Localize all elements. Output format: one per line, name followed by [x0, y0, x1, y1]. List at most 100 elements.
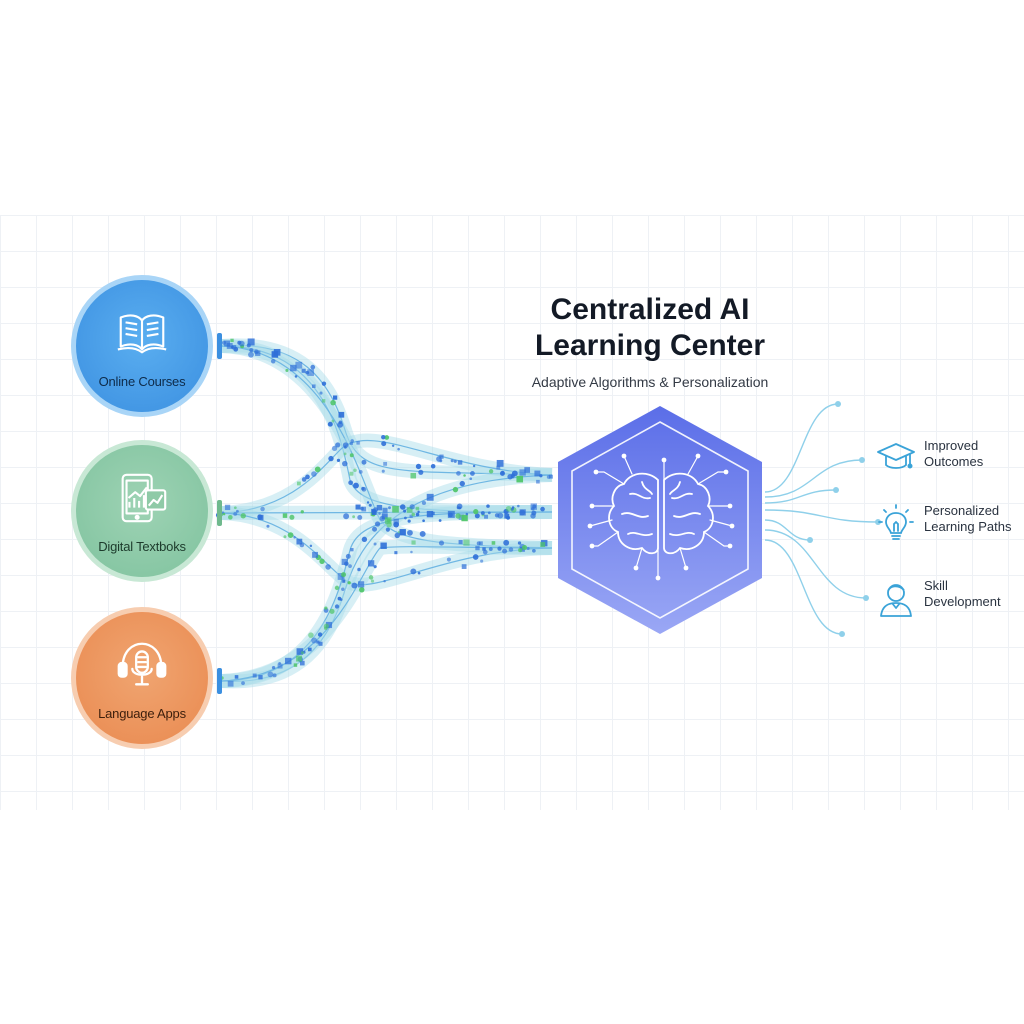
source-language-apps[interactable]: Language Apps	[71, 607, 213, 749]
hub-title-line-2: Learning Center	[534, 329, 766, 362]
stream-particle	[327, 421, 333, 427]
stream-particle	[452, 486, 459, 493]
stream-particle	[324, 606, 328, 610]
stream-particle	[350, 548, 354, 552]
stream-particle	[376, 504, 383, 511]
stream-particle	[417, 510, 420, 514]
stream-particle	[474, 513, 480, 519]
stream-particle	[497, 546, 502, 551]
stream-particle	[508, 547, 514, 552]
output-line	[764, 489, 837, 504]
stream-particle	[519, 469, 526, 476]
stream-particle	[383, 579, 386, 583]
source-online-courses[interactable]: Online Courses	[71, 275, 213, 417]
stream-particle	[357, 567, 361, 572]
stream-particle	[469, 477, 473, 481]
stream-particle	[463, 539, 470, 546]
stream-particle	[530, 513, 536, 519]
stream-particle	[353, 482, 359, 489]
stream-particle	[469, 470, 475, 476]
stream-particle	[301, 368, 306, 373]
stream-particle	[450, 459, 454, 463]
stream-particle	[417, 571, 421, 575]
stream-particle	[536, 479, 540, 484]
stream-particle	[418, 469, 424, 475]
outcome-improved-outcomes[interactable]: Improved Outcomes	[876, 438, 983, 478]
stream-particle	[459, 480, 465, 487]
stream-line	[221, 439, 553, 514]
source-label: Online Courses	[98, 373, 186, 389]
stream-particle	[301, 477, 307, 482]
stream-particle	[517, 504, 520, 508]
stream-particle	[343, 513, 350, 520]
stream-particle	[384, 435, 390, 440]
stream-particle	[519, 509, 526, 516]
stream-particle	[361, 486, 367, 492]
stream-particle	[331, 445, 338, 452]
stream-particle	[438, 519, 442, 522]
stream-particle	[335, 442, 341, 448]
stream-particle	[312, 551, 318, 558]
stream-particle	[337, 596, 342, 601]
stream-particle	[421, 500, 427, 506]
stream-particle	[407, 519, 411, 523]
stream-particle	[388, 506, 391, 510]
stream-particle	[266, 524, 270, 528]
stream-particle	[334, 585, 340, 591]
stream-particle	[252, 673, 257, 678]
stream-particle	[359, 587, 365, 593]
stream-particle	[382, 507, 388, 513]
stream-particle	[307, 369, 315, 376]
stream-particle	[532, 504, 537, 509]
stream-particle	[270, 359, 276, 364]
stream-particle	[415, 512, 420, 517]
stream-particle	[299, 542, 305, 548]
stream-line	[221, 344, 553, 476]
stream-particle	[370, 579, 375, 583]
stream-particle	[316, 640, 320, 644]
stream-particle	[519, 546, 525, 552]
stream-particle	[374, 521, 381, 527]
stream-particle	[503, 539, 510, 546]
stream-particle	[271, 666, 276, 670]
stream-particle	[458, 539, 463, 545]
stream-particle	[482, 547, 486, 551]
output-lines	[764, 401, 881, 637]
stream-particle	[296, 481, 301, 486]
stream-particle	[399, 504, 406, 510]
stream-particle	[357, 581, 365, 588]
stream-particle	[496, 465, 501, 470]
stream-particle	[221, 340, 227, 345]
stream-particle	[384, 517, 392, 524]
output-node	[863, 595, 869, 601]
stream-particle	[357, 514, 363, 520]
source-label: Language Apps	[98, 705, 186, 721]
stream-particle	[224, 504, 231, 511]
stream-particle	[253, 349, 259, 355]
tablet-chart-icon	[121, 473, 167, 522]
stream-band	[221, 539, 553, 688]
stream-particle	[409, 504, 415, 510]
stream-particle	[287, 532, 294, 538]
stream-particle	[368, 503, 372, 507]
stream-particle	[472, 464, 476, 468]
stream-particle	[378, 512, 381, 515]
stream-particle	[422, 519, 425, 523]
stream-particle	[278, 661, 282, 665]
stream-particle	[385, 527, 390, 532]
stream-particle	[499, 470, 505, 476]
stream-particle	[300, 651, 305, 655]
stream-particle	[233, 511, 238, 516]
stream-particle	[381, 434, 386, 440]
stream-particle	[349, 453, 354, 458]
stream-particle	[407, 529, 413, 536]
stream-particle	[373, 542, 377, 546]
source-digital-textbooks[interactable]: Digital Textboks	[71, 440, 213, 582]
ai-hub-hexagon[interactable]	[552, 402, 772, 642]
stream-particle	[487, 511, 491, 515]
stream-particle	[415, 506, 420, 511]
outcome-skill-development[interactable]: Skill Development	[876, 578, 1001, 618]
stream-particle	[419, 530, 426, 537]
outcome-personalized-paths[interactable]: Personalized Learning Paths	[876, 503, 1011, 543]
